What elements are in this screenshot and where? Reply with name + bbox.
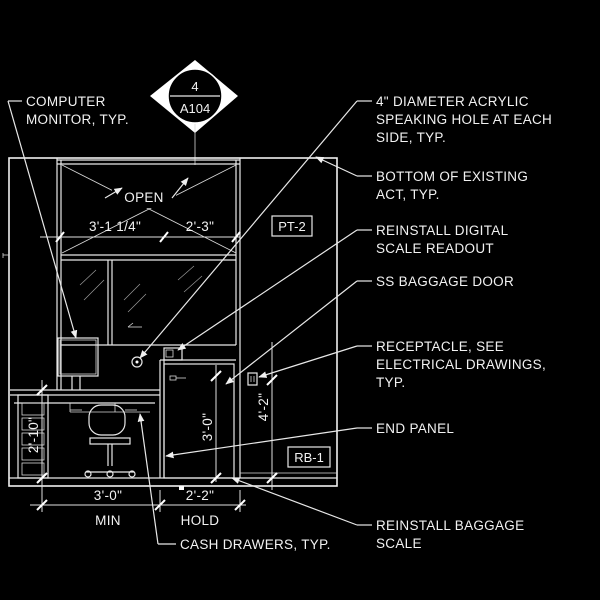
computer-monitor (57, 337, 99, 390)
baggage-door (163, 363, 235, 479)
callout-baggage-scale-line2: SCALE (376, 536, 422, 551)
dim-door-height: 3'-0" (200, 413, 215, 441)
dim-opening-right: 2'-3" (186, 219, 214, 234)
callout-baggage-scale: REINSTALL BAGGAGE SCALE (231, 477, 524, 551)
chair (84, 404, 136, 478)
dimension-counter-width: 3'-0" MIN (30, 488, 170, 528)
section-sheet: A104 (180, 101, 210, 116)
callout-receptacle-line2: ELECTRICAL DRAWINGS, (376, 357, 546, 372)
callout-baggage-door: SS BAGGAGE DOOR (225, 274, 514, 385)
callout-bottom-act-line2: ACT, TYP. (376, 187, 440, 202)
dimension-counter-height: 2'-10" (26, 380, 48, 490)
callout-receptacle-line1: RECEPTACLE, SEE (376, 339, 504, 354)
callout-bottom-act-line1: BOTTOM OF EXISTING (376, 169, 528, 184)
dim-scale-width: 2'-2" (186, 488, 214, 503)
rubber-base-tag: RB-1 (287, 446, 331, 468)
dim-counter-width: 3'-0" (94, 488, 122, 503)
dim-scale-width-note: HOLD (181, 513, 220, 528)
dim-counter-height: 2'-10" (26, 417, 41, 453)
callout-scale-readout: REINSTALL DIGITAL SCALE READOUT (177, 223, 509, 351)
callout-bottom-act: BOTTOM OF EXISTING ACT, TYP. (315, 156, 528, 202)
dimension-door-height: 3'-0" (200, 365, 222, 484)
dimension-receptacle-height: 4'-2" (256, 342, 278, 490)
callout-receptacle: RECEPTACLE, SEE ELECTRICAL DRAWINGS, TYP… (258, 339, 546, 390)
dimension-opening: 3'-1 1/4" 2'-3" (40, 219, 241, 243)
callout-receptacle-line3: TYP. (376, 375, 405, 390)
dim-opening-left: 3'-1 1/4" (89, 219, 141, 234)
glass-panels (61, 260, 236, 368)
callout-cash-drawers-line1: CASH DRAWERS, TYP. (180, 537, 331, 552)
section-marker: 4 A104 (150, 60, 238, 165)
receptacle (247, 372, 258, 386)
opening-x: OPEN (61, 164, 237, 254)
section-number: 4 (191, 79, 198, 94)
callout-computer-monitor: COMPUTER MONITOR, TYP. (7, 94, 129, 339)
callout-speaking-hole-line2: SPEAKING HOLE AT EACH (376, 112, 552, 127)
paint-tag: PT-2 (271, 215, 313, 237)
open-label: OPEN (124, 190, 163, 205)
dimension-scale-width: 2'-2" HOLD (160, 488, 246, 528)
elevation-frame (2, 157, 338, 487)
floor-base (9, 472, 337, 490)
callout-speaking-hole-line3: SIDE, TYP. (376, 130, 446, 145)
callout-end-panel-line1: END PANEL (376, 421, 454, 436)
callout-speaking-hole: 4" DIAMETER ACRYLIC SPEAKING HOLE AT EAC… (139, 94, 552, 359)
callout-computer-monitor-line1: COMPUTER (26, 94, 106, 109)
callout-scale-readout-line1: REINSTALL DIGITAL (376, 223, 509, 238)
rubber-base-tag-text: RB-1 (294, 450, 324, 465)
callout-baggage-door-line1: SS BAGGAGE DOOR (376, 274, 514, 289)
callout-scale-readout-line2: SCALE READOUT (376, 241, 494, 256)
paint-tag-text: PT-2 (278, 219, 305, 234)
callout-baggage-scale-line1: REINSTALL BAGGAGE (376, 518, 524, 533)
callout-computer-monitor-line2: MONITOR, TYP. (26, 112, 129, 127)
callout-cash-drawers: CASH DRAWERS, TYP. (137, 413, 331, 552)
callout-end-panel: END PANEL (165, 421, 454, 459)
dim-counter-width-note: MIN (95, 513, 121, 528)
callout-speaking-hole-line1: 4" DIAMETER ACRYLIC (376, 94, 529, 109)
dim-receptacle-height: 4'-2" (256, 393, 271, 421)
